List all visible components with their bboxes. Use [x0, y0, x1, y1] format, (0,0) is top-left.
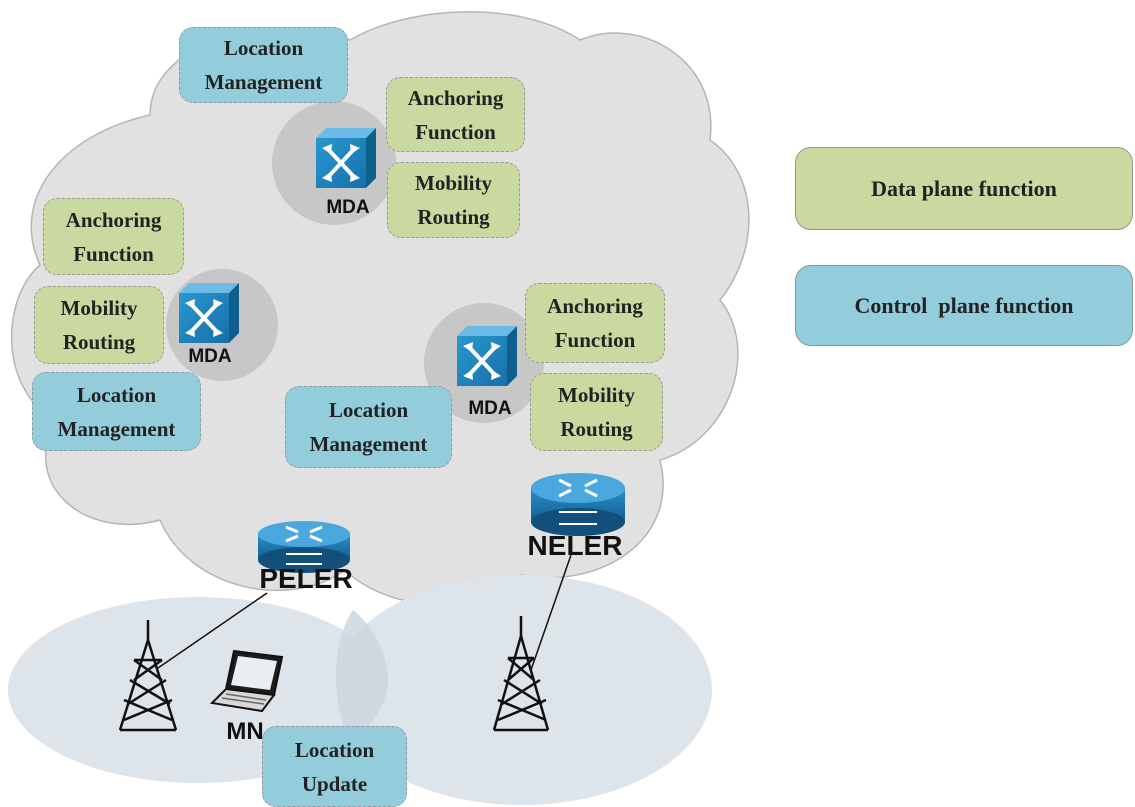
mobility-routing-line2: Routing	[417, 205, 490, 229]
anchoring-function-box-top: Anchoring Function	[386, 77, 525, 152]
mda-label-left: MDA	[188, 346, 232, 367]
mda-switch-icon-top	[316, 128, 376, 188]
mobility-routing-line1: Mobility	[415, 171, 492, 195]
anchoring-function-line2: Function	[415, 119, 496, 144]
cell-tower-icon-right	[492, 616, 550, 732]
location-management-line1: Location	[328, 398, 409, 422]
mda-label-right: MDA	[468, 398, 512, 419]
mda-label-top: MDA	[326, 197, 370, 218]
mobile-node-label: MN	[226, 718, 264, 745]
link-peler-tower	[157, 592, 268, 669]
laptop-icon	[209, 649, 284, 713]
coverage-overlap	[336, 610, 389, 740]
anchoring-function-box-left: Anchoring Function	[43, 198, 184, 275]
legend-control-plane-label: Control plane function	[854, 292, 1074, 318]
mobility-routing-box-left: Mobility Routing	[34, 286, 164, 364]
peler-router-icon	[258, 521, 350, 573]
mda-switch-icon-right	[457, 326, 517, 386]
anchoring-function-line1: Anchoring	[65, 207, 162, 232]
location-management-line1: Location	[76, 382, 157, 407]
anchoring-function-line1: Anchoring	[407, 85, 504, 110]
anchoring-function-line2: Function	[73, 241, 154, 266]
mobility-routing-box-top: Mobility Routing	[387, 162, 520, 238]
mobility-routing-line1: Mobility	[60, 296, 138, 320]
location-management-line1: Location	[223, 36, 304, 60]
anchoring-function-line2: Function	[554, 328, 636, 352]
anchoring-function-line1: Anchoring	[547, 294, 643, 318]
location-management-line2: Management	[309, 432, 428, 456]
location-update-line1: Location	[294, 737, 375, 762]
legend-data-plane-label: Data plane function	[871, 175, 1057, 201]
location-management-box-right: Location Management	[285, 386, 452, 468]
link-neler-tower	[530, 554, 572, 671]
mda-switch-icon-left	[179, 283, 239, 343]
location-management-line2: Management	[204, 70, 323, 94]
mobility-routing-line2: Routing	[560, 417, 633, 441]
location-management-box-top: Location Management	[179, 27, 348, 103]
location-management-box-left: Location Management	[32, 372, 201, 451]
location-update-box: Location Update	[262, 726, 407, 807]
neler-router-icon	[531, 473, 625, 536]
mobility-routing-box-right: Mobility Routing	[530, 373, 663, 451]
mobility-routing-line1: Mobility	[558, 383, 635, 407]
legend-data-plane: Data plane function	[795, 147, 1133, 230]
location-management-line2: Management	[57, 416, 176, 441]
peler-label: PELER	[259, 563, 353, 594]
location-update-line2: Update	[301, 771, 368, 796]
neler-label: NELER	[527, 530, 623, 561]
cell-tower-icon-left	[118, 620, 178, 732]
legend-control-plane: Control plane function	[795, 265, 1133, 346]
anchoring-function-box-right: Anchoring Function	[525, 283, 665, 363]
mobility-routing-line2: Routing	[62, 330, 136, 354]
